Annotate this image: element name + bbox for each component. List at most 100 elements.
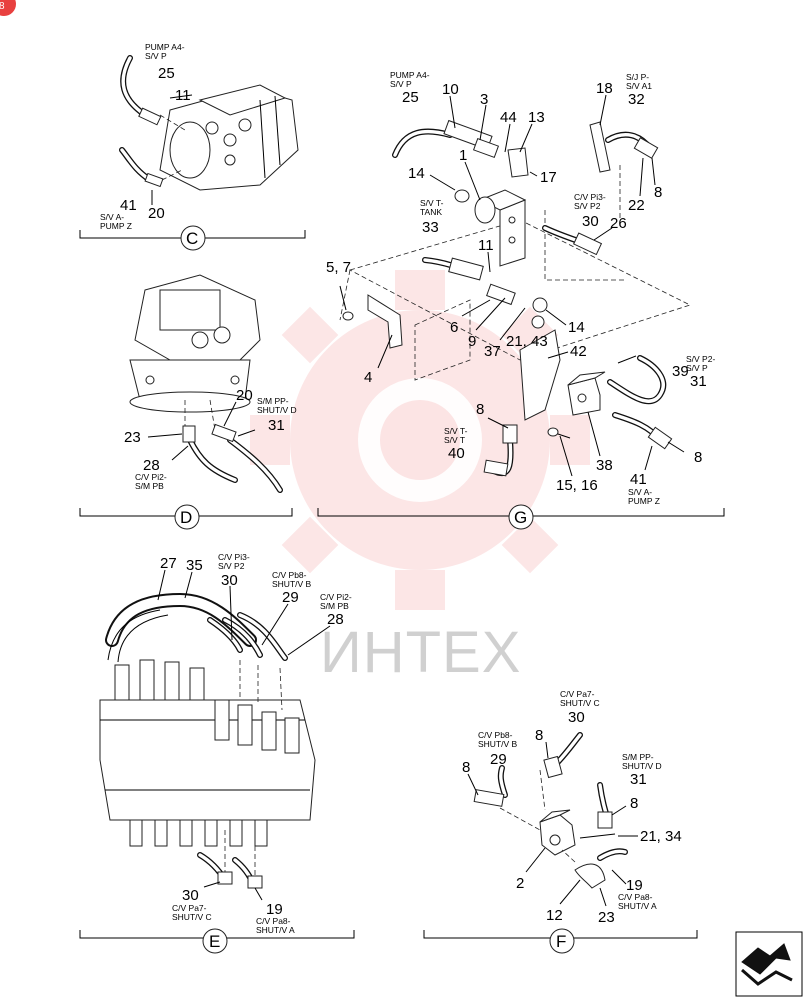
callout-label-g32: S/J P-S/V A1 — [626, 72, 652, 91]
callout-g14a: 14 — [408, 165, 425, 182]
shuttle-block-f — [539, 809, 576, 856]
callout-f29: 29 — [490, 751, 507, 768]
valve-block-g1 — [474, 189, 527, 267]
callout-g8a: 8 — [654, 184, 662, 201]
callout-label-g41: S/V A-PUMP Z — [628, 487, 660, 506]
callout-e19: 19 — [266, 901, 283, 918]
callout-label-g40: S/V T-S/V T — [444, 426, 468, 445]
callout-g2143: 21, 43 — [506, 333, 548, 350]
corner-badge: 8 — [0, 0, 16, 16]
callout-e30: 30 — [221, 572, 238, 589]
callout-g18: 18 — [596, 80, 613, 97]
callout-f8b: 8 — [462, 759, 470, 776]
callout-g57: 5, 7 — [326, 259, 351, 276]
callout-e29: 29 — [282, 589, 299, 606]
callout-label-f30: C/V Pa7-SHUT/V C — [560, 689, 600, 708]
callout-g6: 6 — [450, 319, 458, 336]
arrow-icon — [741, 943, 791, 975]
callout-label-e19: C/V Pa8-SHUT/V A — [256, 916, 295, 935]
callout-g25: 25 — [402, 89, 419, 106]
callout-f8a: 8 — [535, 727, 543, 744]
view-g-badge — [508, 504, 534, 530]
callout-f2: 2 — [516, 875, 524, 892]
callout-g40: 40 — [448, 445, 465, 462]
callout-f12: 12 — [546, 907, 563, 924]
callout-f8c: 8 — [630, 795, 638, 812]
callout-e30b: 30 — [182, 887, 199, 904]
callout-d28: 28 — [143, 457, 160, 474]
next-page-arrow-button[interactable] — [735, 931, 803, 997]
callout-g1516: 15, 16 — [556, 477, 598, 494]
callout-c20: 20 — [148, 205, 165, 222]
view-d-letter: D — [180, 508, 192, 527]
view-c-badge — [180, 225, 206, 251]
callout-d31: 31 — [268, 417, 285, 434]
callout-d20: 20 — [236, 387, 253, 404]
callout-g1: 1 — [459, 147, 467, 164]
callout-label-g33: S/V T-TANK — [420, 198, 444, 217]
callout-label-g30: C/V Pi3-S/V P2 — [574, 192, 606, 211]
callout-label-f29: C/V Pb8-SHUT/V B — [478, 730, 518, 749]
callout-c25: 25 — [158, 65, 175, 82]
callout-e35: 35 — [186, 557, 203, 574]
callout-g37: 37 — [484, 343, 501, 360]
pump-c — [159, 84, 299, 191]
valve-block-g38 — [567, 371, 606, 416]
callout-label-g25: PUMP A4-S/V P — [390, 70, 430, 89]
callout-c11: 11 — [175, 87, 191, 104]
callout-e28: 28 — [327, 611, 344, 628]
callout-f23: 23 — [598, 909, 615, 926]
callout-label-f19: C/V Pa8-SHUT/V A — [618, 892, 657, 911]
callout-g38: 38 — [596, 457, 613, 474]
swing-motor-d — [129, 274, 261, 413]
callout-g42: 42 — [570, 343, 587, 360]
callout-g33: 33 — [422, 219, 439, 236]
view-c-letter: C — [186, 229, 198, 248]
callout-g31: 31 — [690, 373, 707, 390]
callout-label-c25: PUMP A4-S/V P — [145, 42, 185, 61]
callout-label-f31: S/M PP-SHUT/V D — [622, 752, 662, 771]
view-e-letter: E — [209, 932, 220, 951]
callout-g3: 3 — [480, 91, 488, 108]
view-e-badge — [202, 928, 228, 954]
callout-g13: 13 — [528, 109, 545, 126]
callout-g39: 39 — [672, 363, 689, 380]
view-f-letter: F — [556, 932, 566, 951]
callout-g30: 30 — [582, 213, 599, 230]
callout-g14b: 14 — [568, 319, 585, 336]
callout-label-c41: S/V A-PUMP Z — [100, 212, 132, 231]
callout-f31: 31 — [630, 771, 647, 788]
control-valve-e — [99, 659, 316, 847]
callout-label-e28: C/V Pi2-S/M PB — [320, 592, 352, 611]
callout-g32: 32 — [628, 91, 645, 108]
callout-g26: 26 — [610, 215, 627, 232]
view-c: PUMP A4-S/V P 25 11 41 S/V A-PUMP Z 20 C — [79, 42, 306, 251]
callout-g8b: 8 — [476, 401, 484, 418]
callout-f19: 19 — [626, 877, 643, 894]
callout-label-e30: C/V Pi3-S/V P2 — [218, 552, 250, 571]
callout-f2134: 21, 34 — [640, 828, 682, 845]
callout-g4: 4 — [364, 369, 372, 386]
callout-g17: 17 — [540, 169, 557, 186]
callout-label-d28: C/V Pi2-S/M PB — [135, 472, 167, 491]
view-f-badge — [549, 928, 575, 954]
callout-g22: 22 — [628, 197, 645, 214]
callout-d23: 23 — [124, 429, 141, 446]
callout-g8c: 8 — [694, 449, 702, 466]
view-g: PUMP A4-S/V P 25 10 3 44 13 18 S/J P-S/V… — [317, 70, 725, 530]
view-f: C/V Pa7-SHUT/V C 30 8 C/V Pb8-SHUT/V B 2… — [423, 689, 698, 954]
corner-badge-text: 8 — [0, 1, 5, 12]
watermark-text: ИНТЕХ — [320, 620, 521, 685]
view-d: 20 S/M PP-SHUT/V D 31 23 28 C/V Pi2-S/M … — [79, 274, 297, 530]
view-e: 27 35 C/V Pi3-S/V P2 30 C/V Pb8-SHUT/V B… — [79, 552, 355, 954]
callout-label-g31: S/V P2-S/V P — [686, 354, 715, 373]
view-d-badge — [174, 504, 200, 530]
callout-f30: 30 — [568, 709, 585, 726]
callout-c41: 41 — [120, 197, 137, 214]
view-g-letter: G — [514, 508, 527, 527]
callout-e27: 27 — [160, 555, 177, 572]
callout-g41: 41 — [630, 471, 647, 488]
callout-g9: 9 — [468, 333, 476, 350]
callout-label-e29: C/V Pb8-SHUT/V B — [272, 570, 312, 589]
